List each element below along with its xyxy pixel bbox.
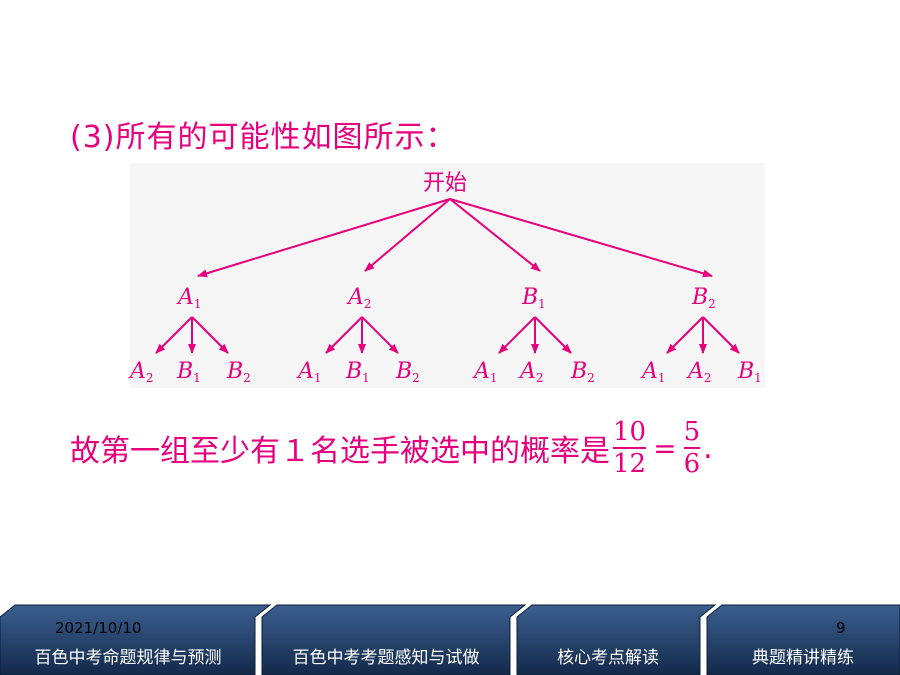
- tree-node-l1-a1: A1: [178, 285, 202, 311]
- tree-leaf: B1: [177, 359, 201, 385]
- branch-root-a2: [364, 198, 451, 272]
- tab-bg-1: [0, 604, 272, 675]
- tree-leaf: A2: [688, 359, 712, 385]
- fraction-ten-twelfths: 10 12: [613, 417, 647, 479]
- tree-leaf: A2: [520, 359, 544, 385]
- nav-tab-example-drills[interactable]: 典题精讲精练: [752, 648, 854, 668]
- tree-leaf: A1: [298, 359, 322, 385]
- slide-heading: (3)所有的可能性如图所示：: [70, 120, 457, 155]
- nav-tab-key-points[interactable]: 核心考点解读: [557, 648, 659, 668]
- slide-date: 2021/10/10: [55, 619, 142, 637]
- tree-root-start: 开始: [423, 171, 468, 196]
- tree-node-l1-a2: A2: [348, 285, 372, 311]
- tree-leaf: A2: [130, 359, 154, 385]
- tree-leaf: B2: [571, 359, 595, 385]
- fraction-five-sixths: 5 6: [683, 417, 701, 479]
- nav-tab-rules-prediction[interactable]: 百色中考命题规律与预测: [34, 648, 222, 668]
- slide-page-number: 9: [836, 619, 846, 637]
- tree-leaf: B2: [396, 359, 420, 385]
- branch-root-a1: [197, 198, 451, 278]
- branch-root-b1: [449, 198, 541, 272]
- tree-lines: [155, 198, 740, 354]
- footer-nav: 百色中考命题规律与预测 百色中考考题感知与试做 核心考点解读 典题精讲精练: [0, 603, 900, 675]
- tree-leaf: A1: [474, 359, 498, 385]
- tree-node-l1-b2: B2: [692, 285, 716, 311]
- branch-root-b2: [449, 198, 713, 278]
- period: .: [703, 430, 713, 466]
- tree-leaf: B1: [738, 359, 762, 385]
- conclusion-line: 故第一组至少有１名选手被选中的概率是 10 12 = 5 6 .: [70, 413, 713, 483]
- tab-bg-2: [261, 604, 527, 675]
- equals-sign: =: [653, 431, 677, 465]
- tree-leaf: B1: [346, 359, 370, 385]
- nav-tab-exam-practice[interactable]: 百色中考考题感知与试做: [292, 648, 480, 668]
- tree-leaf: A1: [642, 359, 666, 385]
- tab-bg-3: [516, 604, 717, 675]
- tab-bg-4: [706, 604, 900, 675]
- tree-leaf: B2: [227, 359, 251, 385]
- probability-tree: 开始 A1 A2 B1 B2 A2 B1 B2 A1 B1 B2 A1 A2 B…: [130, 163, 765, 388]
- conclusion-text: 故第一组至少有１名选手被选中的概率是: [70, 434, 610, 469]
- tree-node-l1-b1: B1: [522, 285, 546, 311]
